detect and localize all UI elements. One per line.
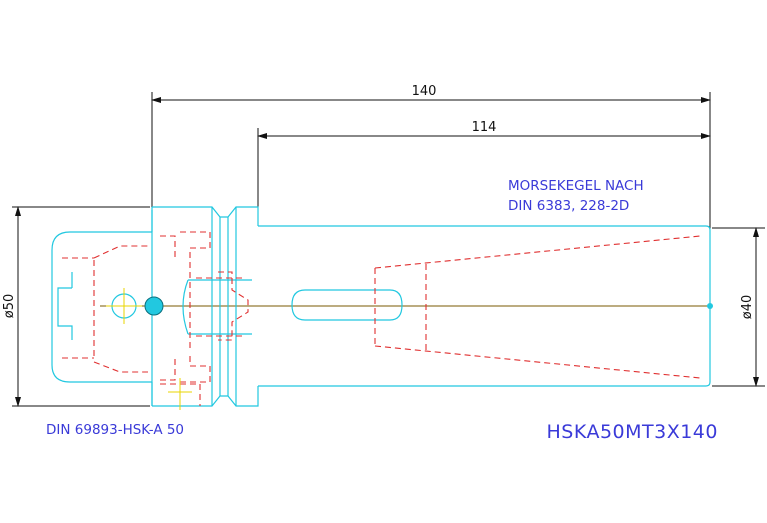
dimension-label-114: 114 [472, 120, 497, 135]
dimension-label-d40: ø40 [740, 295, 755, 320]
note-morse-line1: MORSEKEGEL NACH [508, 178, 644, 194]
dimension-label-140: 140 [412, 84, 437, 99]
center-marks [106, 288, 192, 410]
note-standard: DIN 69893-HSK-A 50 [46, 422, 184, 438]
note-morse-line2: DIN 6383, 228-2D [508, 198, 629, 214]
hidden-lines [62, 231, 701, 406]
dimension-label-d50: ø50 [2, 294, 17, 319]
dimension-taper-length: 114 [257, 120, 711, 226]
dimension-diameter-body: ø40 [712, 227, 765, 387]
drawing-title: HSKA50MT3X140 [546, 421, 718, 443]
tool-holder-outline [51, 206, 713, 407]
dimension-diameter-flange: ø50 [2, 206, 150, 407]
